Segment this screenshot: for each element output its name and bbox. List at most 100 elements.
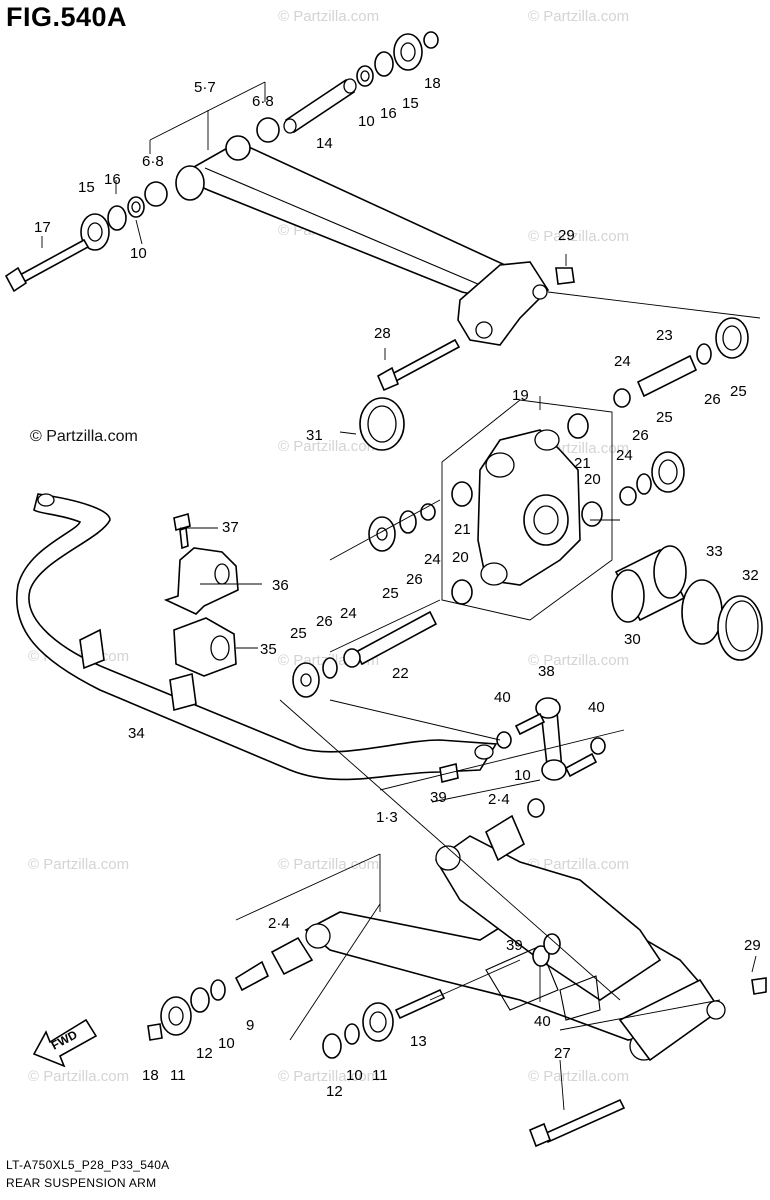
callout-2-4: 2·4: [268, 915, 290, 932]
callout-10: 10: [346, 1067, 363, 1084]
callout-38: 38: [538, 663, 555, 680]
callout-36: 36: [272, 577, 289, 594]
callout-26: 26: [704, 391, 721, 408]
callout-23: 23: [656, 327, 673, 344]
callout-39: 39: [506, 937, 523, 954]
watermark: © Partzilla.com: [528, 8, 630, 25]
lower-arm: [304, 835, 726, 1062]
callout-10: 10: [514, 767, 531, 784]
nut-29: [555, 267, 575, 285]
callout-26: 26: [316, 613, 333, 630]
leader-lines: [41, 81, 761, 1111]
callout-15: 15: [78, 179, 95, 196]
watermark: © Partzilla.com: [528, 228, 630, 245]
callout-19: 19: [512, 387, 529, 404]
bracket-36: [163, 547, 239, 615]
bolt-28: [376, 338, 461, 392]
callout-16: 16: [380, 105, 397, 122]
callout-13: 13: [410, 1033, 427, 1050]
callout-28: 28: [374, 325, 391, 342]
callout-6-8: 6·8: [142, 153, 164, 170]
callout-40: 40: [588, 699, 605, 716]
upper-cross-tube: [175, 135, 550, 346]
callout-24: 24: [616, 447, 633, 464]
watermark: © Partzilla.com: [528, 1068, 630, 1085]
stabilizer-link-38: [439, 697, 606, 783]
model-code: LT-A750XL5_P28_P33_540A: [6, 1158, 170, 1172]
circlip-33: [681, 579, 723, 645]
callout-11: 11: [372, 1067, 388, 1084]
callout-21: 21: [454, 521, 471, 538]
callout-37: 37: [222, 519, 239, 536]
callout-15: 15: [402, 95, 419, 112]
watermark: © Partzilla.com: [528, 856, 630, 873]
callout-5-7: 5·7: [194, 79, 216, 96]
figure-title: FIG.540A: [6, 2, 128, 32]
callout-35: 35: [260, 641, 277, 658]
knuckle-housing-19: [441, 399, 613, 621]
seal-32: [717, 595, 763, 661]
callout-18: 18: [142, 1067, 159, 1084]
callout-34: 34: [128, 725, 145, 742]
callout-12: 12: [196, 1045, 213, 1062]
callout-2-4: 2·4: [488, 791, 510, 808]
watermark: © Partzilla.com: [278, 8, 380, 25]
callout-26: 26: [632, 427, 649, 444]
callout-22: 22: [392, 665, 409, 682]
watermark: © Partzilla.com: [528, 652, 630, 669]
spacer-22: [292, 610, 438, 698]
copyright-notice: © Partzilla.com: [30, 428, 138, 445]
right-bushing-parts: [613, 317, 749, 506]
callout-20: 20: [584, 471, 601, 488]
callout-29: 29: [744, 937, 761, 954]
bolt-27: [528, 1098, 626, 1148]
callout-labels: 5·7 6·8 6·8 14 10 16 15 18 15 16 17 10 2…: [34, 75, 761, 1100]
callout-25: 25: [730, 383, 747, 400]
callout-24: 24: [614, 353, 631, 370]
watermark: © Partzilla.com: [28, 856, 130, 873]
lower-arm-bushings: [147, 798, 767, 1059]
callout-1-3: 1·3: [376, 809, 398, 826]
callout-24: 24: [424, 551, 441, 568]
upper-bushing-parts: [80, 31, 439, 251]
callout-20: 20: [452, 549, 469, 566]
bushings-19: [451, 413, 603, 605]
bolt-17: [4, 238, 90, 293]
callout-26: 26: [406, 571, 423, 588]
callout-31: 31: [306, 427, 323, 444]
diagram-name: REAR SUSPENSION ARM: [6, 1176, 157, 1190]
callout-40: 40: [534, 1013, 551, 1030]
callout-12: 12: [326, 1083, 343, 1100]
callout-10: 10: [358, 113, 375, 130]
bolt-37: [173, 512, 191, 550]
watermark: © Partzilla.com: [28, 1068, 130, 1085]
callout-25: 25: [382, 585, 399, 602]
watermark: © Partzilla.com: [278, 1068, 380, 1085]
callout-39: 39: [430, 789, 447, 806]
stabilizer-bar-34: [16, 493, 498, 781]
callout-6-8: 6·8: [252, 93, 274, 110]
callout-21: 21: [574, 455, 591, 472]
callout-32: 32: [742, 567, 759, 584]
callout-14: 14: [316, 135, 333, 152]
seal-31: [359, 397, 405, 451]
callout-9: 9: [246, 1017, 254, 1034]
callout-25: 25: [656, 409, 673, 426]
callout-18: 18: [424, 75, 441, 92]
callout-10: 10: [130, 245, 147, 262]
callout-40: 40: [494, 689, 511, 706]
callout-17: 17: [34, 219, 51, 236]
callout-30: 30: [624, 631, 641, 648]
callout-33: 33: [706, 543, 723, 560]
callout-10: 10: [218, 1035, 235, 1052]
callout-24: 24: [340, 605, 357, 622]
watermark: © Partzilla.com: [278, 438, 380, 455]
bushing-35: [173, 617, 237, 677]
callout-29: 29: [558, 227, 575, 244]
watermark: © Partzilla.com: [278, 856, 380, 873]
bearing-30: [611, 545, 687, 623]
callout-16: 16: [104, 171, 121, 188]
callout-25: 25: [290, 625, 307, 642]
